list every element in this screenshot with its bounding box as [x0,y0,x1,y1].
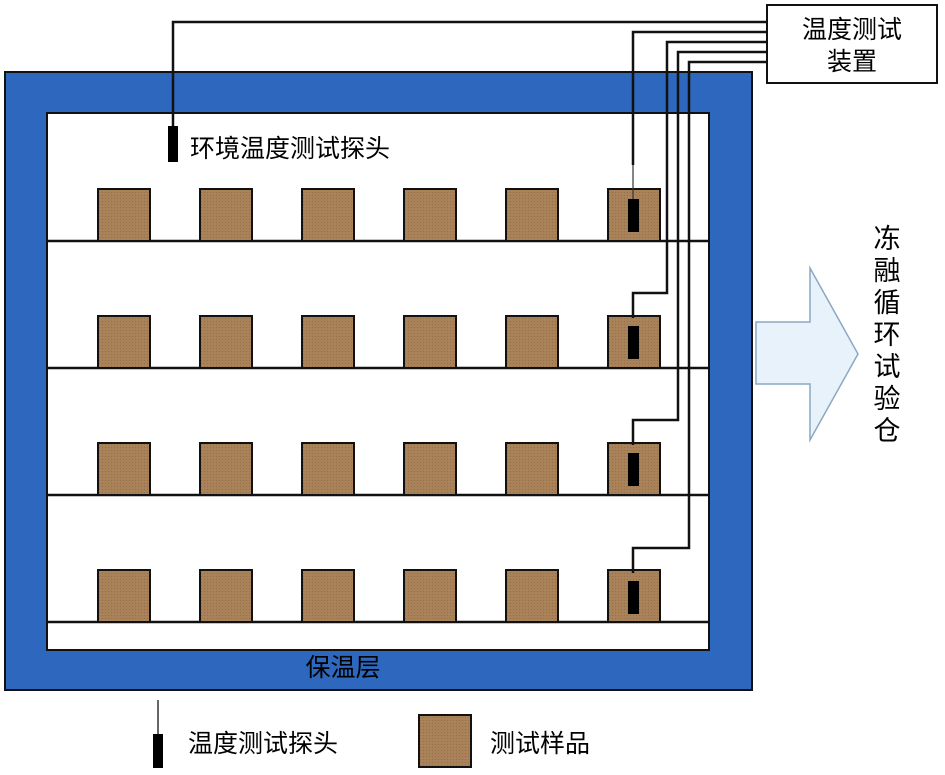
test-sample [607,442,661,496]
test-sample [97,315,151,369]
sample-probe [628,581,639,614]
chamber-label-char: 试 [874,352,901,383]
chamber-interior [46,112,710,651]
legend-probe-label: 温度测试探头 [188,729,338,758]
test-sample [199,188,253,242]
chamber-label-char: 验 [874,384,901,415]
test-sample [403,188,457,242]
test-sample [199,315,253,369]
test-sample [505,315,559,369]
chamber-label-char: 循 [874,288,901,319]
shelves [47,239,709,624]
chamber-label-char: 融 [874,256,901,287]
test-sample [301,442,355,496]
test-sample [301,569,355,623]
legend-sample-label: 测试样品 [490,729,590,758]
device-label-2: 装置 [827,47,877,76]
test-sample [505,442,559,496]
wires [171,20,767,573]
device-label-1: 温度测试 [802,15,902,44]
test-sample [505,188,559,242]
test-sample [97,188,151,242]
chamber-label-char: 冻 [874,224,901,255]
samples [97,188,661,623]
temperature-test-device [766,4,938,84]
test-sample [403,569,457,623]
test-sample [199,442,253,496]
env-probe-label: 环境温度测试探头 [190,134,390,163]
sample-probe [628,326,639,359]
test-sample [97,442,151,496]
test-sample [403,442,457,496]
env-probe [168,126,178,162]
test-sample [301,188,355,242]
sample-probe [628,453,639,486]
test-sample [505,569,559,623]
insulation-label: 保温层 [305,653,380,682]
chamber-label-char: 仓 [874,416,901,447]
legend-sample-icon [418,714,472,768]
test-sample [301,315,355,369]
arrow-icon [755,265,859,443]
test-sample [97,569,151,623]
test-sample [199,569,253,623]
legend-probe-icon [153,734,163,768]
test-sample [403,315,457,369]
chamber-label-char: 环 [874,320,901,351]
sample-probe [628,199,639,232]
